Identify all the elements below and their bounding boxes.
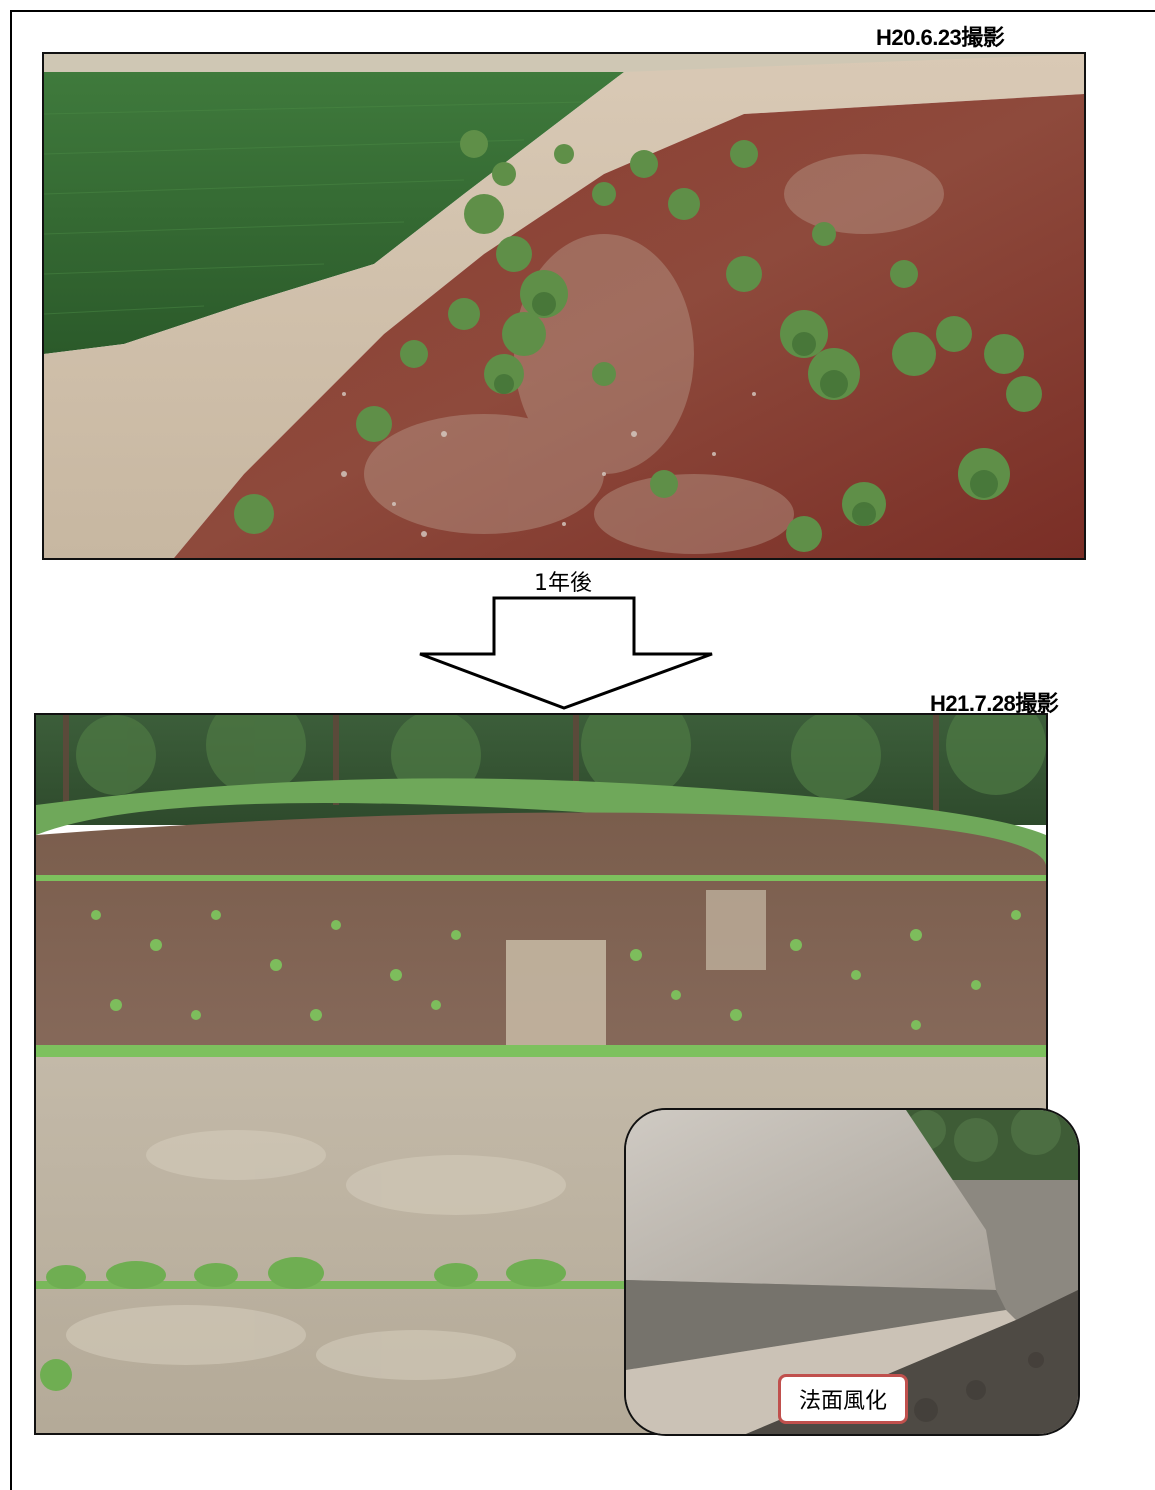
frame-left-line bbox=[10, 10, 12, 1490]
frame-top-line bbox=[10, 10, 1155, 12]
top-slope-image bbox=[44, 54, 1084, 558]
top-slope-photo bbox=[42, 52, 1086, 560]
weathering-badge: 法面風化 bbox=[778, 1374, 909, 1424]
inset-weathering-image bbox=[626, 1110, 1078, 1434]
bottom-photo-caption: H21.7.28撮影 bbox=[930, 691, 1059, 716]
down-arrow-icon bbox=[419, 596, 713, 710]
top-photo-caption: H20.6.23撮影 bbox=[876, 25, 1005, 50]
transition-label: 1年後 bbox=[534, 571, 592, 596]
inset-weathering-photo: 法面風化 bbox=[624, 1108, 1080, 1436]
